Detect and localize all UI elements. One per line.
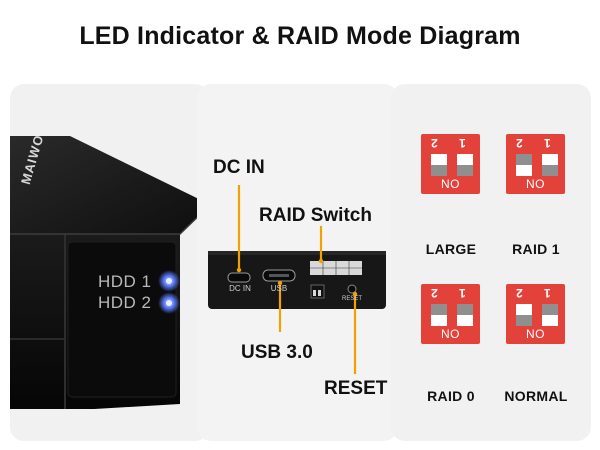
rear-ports-illustration: [208, 185, 386, 374]
dip-number-1: 1: [459, 136, 466, 150]
dip-number-2: 2: [431, 286, 438, 300]
dip-switch2-slot: [431, 154, 447, 176]
dip-off-label: NO: [441, 177, 460, 191]
page-title: LED Indicator & RAID Mode Diagram: [79, 22, 521, 50]
mode-label: LARGE: [425, 241, 477, 257]
dip-number-1: 1: [544, 286, 551, 300]
dip-off-label: NO: [526, 327, 545, 341]
enclosure-top: [10, 136, 209, 234]
hdd2-label: HDD 2: [98, 293, 152, 312]
dip-number-2: 2: [516, 286, 523, 300]
hdd1-label: HDD 1: [98, 272, 152, 291]
dip-switch1-slot: [457, 304, 473, 326]
dip-switch2-knob: [431, 304, 447, 315]
enclosure-illustration: [10, 136, 209, 441]
dip-number-1: 1: [544, 136, 551, 150]
dip-switch1-knob: [542, 165, 558, 176]
mode-label: RAID 0: [427, 388, 475, 404]
dip-switch2-slot: [431, 304, 447, 326]
dip-switch1-knob: [457, 165, 473, 176]
dc-in-port: [227, 272, 251, 283]
usb-port-label: USB: [270, 284, 288, 293]
usb-callout: USB 3.0: [241, 342, 313, 363]
dip-switch2-knob: [516, 154, 532, 165]
raid-switch-callout: RAID Switch: [259, 205, 372, 226]
dip-off-label: NO: [441, 327, 460, 341]
enclosure-panel: MAIWO HDD 1 HDD 2: [10, 84, 209, 441]
dip-off-label: NO: [526, 177, 545, 191]
dip-switch1-slot: [542, 304, 558, 326]
rear-panel: DC IN USB RESET DC IN RAID Switch USB 3.…: [197, 84, 398, 441]
dip-number-1: 1: [459, 286, 466, 300]
dip-switch2-knob: [516, 315, 532, 326]
mode-label: NORMAL: [504, 388, 568, 404]
dip-switch2-slot: [516, 304, 532, 326]
dip-switch1-slot: [542, 154, 558, 176]
dip-switch1-knob: [457, 304, 473, 315]
dc-in-port-label: DC IN: [229, 284, 251, 293]
mode-label: RAID 1: [512, 241, 560, 257]
dip-number-2: 2: [516, 136, 523, 150]
dip-switch2-knob: [431, 165, 447, 176]
dip-switch1-knob: [542, 304, 558, 315]
reset-port-label: RESET: [341, 296, 362, 302]
reset-button[interactable]: [347, 284, 357, 294]
dc-in-callout: DC IN: [213, 157, 265, 178]
dip-switch2-slot: [516, 154, 532, 176]
dip-switch1-slot: [457, 154, 473, 176]
dip-number-2: 2: [431, 136, 438, 150]
reset-callout: RESET: [324, 378, 388, 399]
raid-switch[interactable]: [310, 284, 325, 299]
